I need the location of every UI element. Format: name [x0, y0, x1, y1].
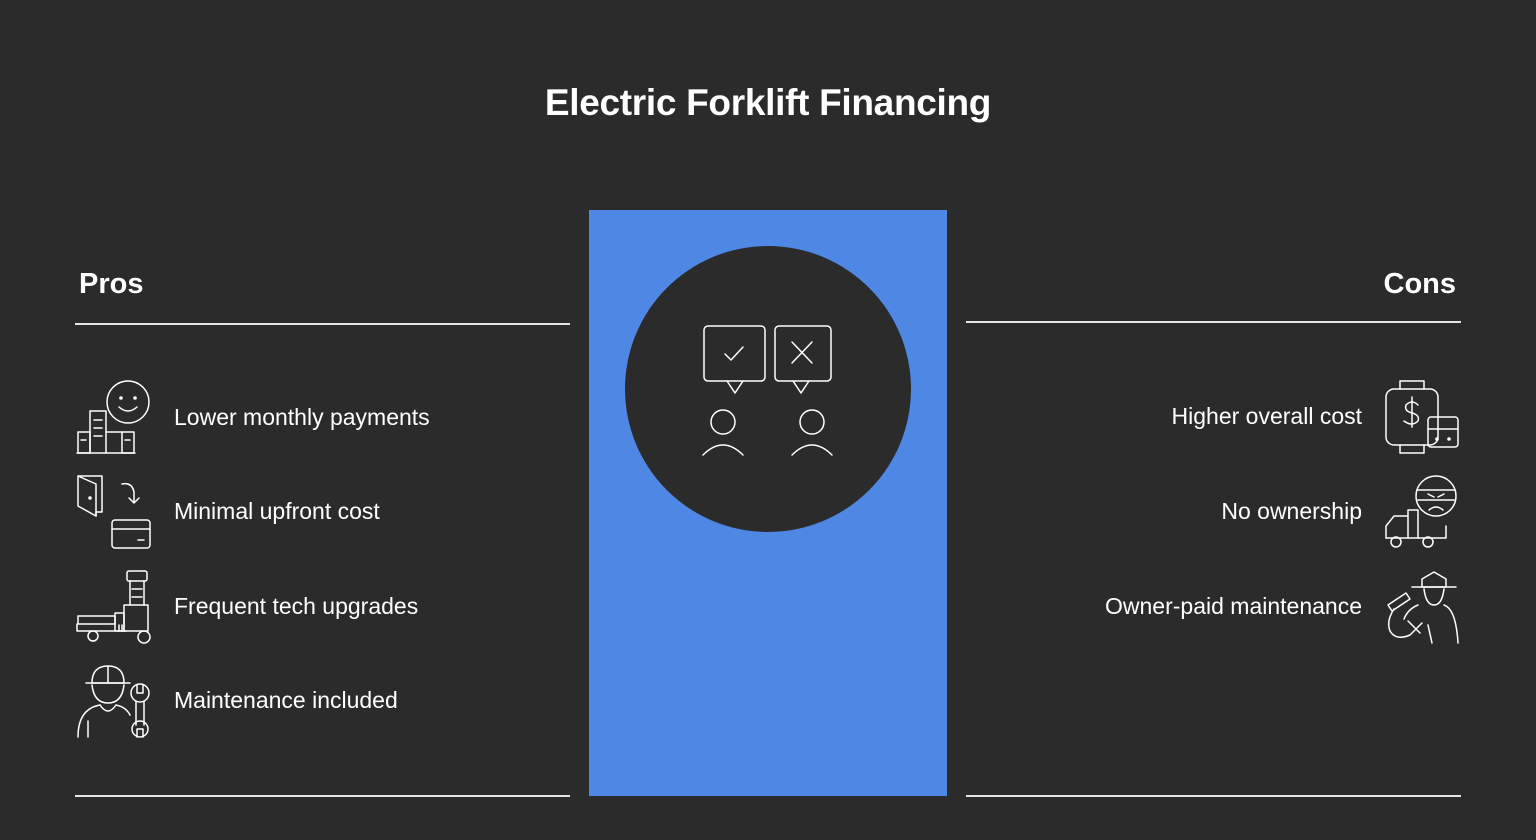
sad-truck-driver-icon [1385, 475, 1457, 548]
pros-cons-discussion-icon [702, 325, 833, 456]
pro-item-lower-payments: Lower monthly payments [76, 380, 496, 456]
worker-wrench-icon [77, 665, 150, 738]
pro-item-maintenance-included: Maintenance included [76, 663, 496, 739]
con-item-higher-cost: Higher overall cost [1040, 379, 1460, 455]
cons-top-divider [966, 321, 1461, 323]
pros-top-divider [75, 323, 570, 325]
watch-dollar-icon [1385, 380, 1459, 454]
con-item-no-ownership: No ownership [1040, 474, 1460, 550]
con-item-label: Owner-paid maintenance [1105, 593, 1362, 619]
pro-item-label: Lower monthly payments [174, 404, 430, 430]
center-circle [625, 246, 911, 532]
con-item-owner-paid-maintenance: Owner-paid maintenance [1040, 569, 1460, 645]
pro-item-minimal-upfront: Minimal upfront cost [76, 474, 496, 550]
con-item-label: Higher overall cost [1171, 403, 1362, 429]
pro-item-label: Maintenance included [174, 687, 398, 713]
cons-heading: Cons [1383, 268, 1457, 300]
pros-bottom-divider [75, 795, 570, 797]
happy-business-icon [76, 380, 150, 454]
forklift-upgrade-icon [76, 570, 151, 644]
wallet-to-card-icon [77, 475, 151, 549]
pros-heading: Pros [79, 268, 144, 300]
pro-item-tech-upgrades: Frequent tech upgrades [76, 569, 496, 645]
pro-item-label: Frequent tech upgrades [174, 593, 419, 619]
cons-bottom-divider [966, 795, 1461, 797]
page-title: Electric Forklift Financing [544, 82, 992, 123]
mechanic-icon [1387, 571, 1459, 644]
pro-item-label: Minimal upfront cost [174, 498, 380, 524]
con-item-label: No ownership [1221, 498, 1362, 524]
